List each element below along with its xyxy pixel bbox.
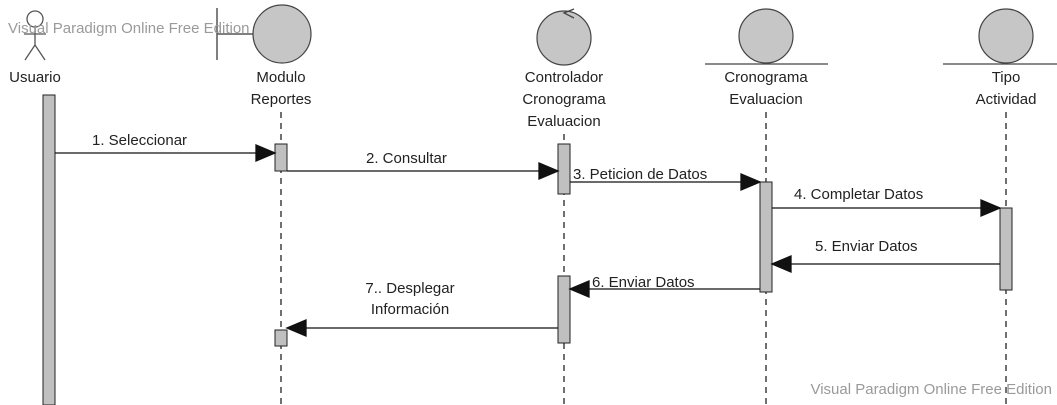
control-icon [536, 8, 592, 66]
activations [42, 94, 1013, 405]
arrowhead-6 [568, 280, 590, 298]
participant-label-usuario-1: Usuario [9, 69, 61, 86]
participant-label-modulo-1: Modulo [256, 69, 305, 86]
activation-controlador-2 [557, 275, 571, 344]
message-label-7-line1: 7.. Desplegar [365, 280, 454, 297]
watermark-top: Visual Paradigm Online Free Edition [8, 20, 250, 37]
message-label-3: 3. Peticion de Datos [573, 166, 707, 183]
participant-label-cronograma-1: Cronograma [724, 69, 808, 86]
message-label-6: 6. Enviar Datos [592, 274, 695, 291]
message-label-4: 4. Completar Datos [794, 186, 923, 203]
message-label-2: 2. Consultar [366, 150, 447, 167]
arrowhead-1 [255, 144, 277, 162]
participant-label-cronograma-2: Evaluacion [729, 91, 802, 108]
arrowhead-2 [538, 162, 560, 180]
activation-tipo [999, 207, 1013, 291]
message-arrows [55, 144, 1002, 337]
watermark-bottom: Visual Paradigm Online Free Edition [810, 381, 1052, 398]
participant-label-tipo-2: Actividad [976, 91, 1037, 108]
entity-icon-tipo [943, 8, 1057, 65]
activation-usuario [42, 94, 56, 405]
participant-label-tipo-1: Tipo [992, 69, 1021, 86]
message-label-5: 5. Enviar Datos [815, 238, 918, 255]
participant-label-controlador-2: Cronograma [522, 91, 606, 108]
entity-icon-cronograma [705, 8, 828, 65]
activation-cronograma [759, 181, 773, 293]
actor-icon [24, 10, 46, 61]
message-label-7-line2: Información [371, 301, 449, 318]
arrowhead-5 [770, 255, 792, 273]
arrowhead-4 [980, 199, 1002, 217]
participant-label-controlador-1: Controlador [525, 69, 603, 86]
message-label-1: 1. Seleccionar [92, 132, 187, 149]
boundary-icon [216, 4, 312, 64]
activation-modulo-1 [274, 143, 288, 172]
arrowhead-3 [740, 173, 762, 191]
arrowhead-7 [285, 319, 307, 337]
participant-label-controlador-3: Evaluacion [527, 113, 600, 130]
participant-label-modulo-2: Reportes [251, 91, 312, 108]
activation-modulo-2 [274, 329, 288, 347]
activation-controlador-1 [557, 143, 571, 195]
